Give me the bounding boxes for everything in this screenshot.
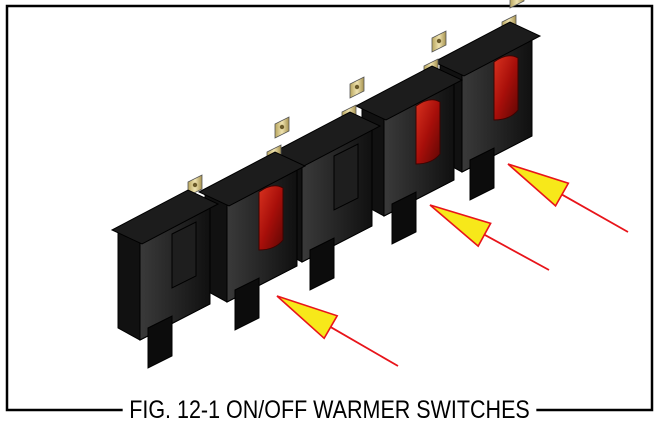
terminal-tab-icon	[509, 0, 525, 9]
switch-leg	[469, 147, 495, 201]
terminal-hole-icon	[279, 124, 285, 130]
rocker-switch-icon	[258, 185, 284, 251]
empty-switch-slot	[171, 221, 197, 289]
switch-leg	[309, 237, 335, 291]
terminal-hole-icon	[192, 182, 198, 188]
callout-arrow-icon	[507, 163, 570, 208]
switch-leg	[147, 315, 173, 369]
switch-4	[354, 30, 464, 245]
callout-line	[561, 193, 629, 233]
switch-leg	[234, 277, 260, 331]
callout-line	[330, 326, 399, 367]
switch-1	[110, 174, 220, 369]
switch-flange	[110, 189, 220, 245]
callout-arrows	[276, 163, 629, 367]
rocker-switch-icon	[493, 55, 519, 121]
callout-line	[483, 233, 550, 271]
figure-caption: FIG. 12-1 ON/OFF WARMER SWITCHES	[46, 395, 613, 425]
callout-arrow-icon	[276, 295, 339, 340]
switch-flange	[197, 151, 307, 207]
empty-switch-slot	[333, 143, 359, 211]
switch-flange	[354, 65, 464, 121]
switch-flange	[432, 21, 542, 77]
terminal-hole-icon	[354, 84, 360, 90]
rocker-switch-icon	[415, 99, 441, 165]
switch-leg	[391, 191, 417, 245]
switch-2	[197, 116, 307, 331]
switch-assembly	[110, 0, 542, 369]
callout-arrow-icon	[429, 204, 492, 248]
terminal-hole-icon	[436, 38, 442, 44]
switch-5	[432, 0, 542, 201]
switch-3	[272, 76, 382, 291]
